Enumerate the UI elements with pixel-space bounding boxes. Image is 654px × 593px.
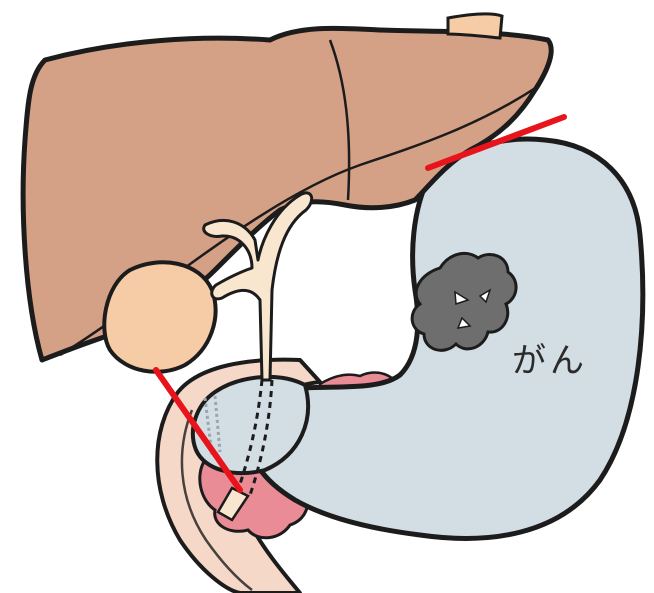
cancer-label: がん	[512, 341, 588, 381]
gallbladder	[104, 262, 215, 372]
